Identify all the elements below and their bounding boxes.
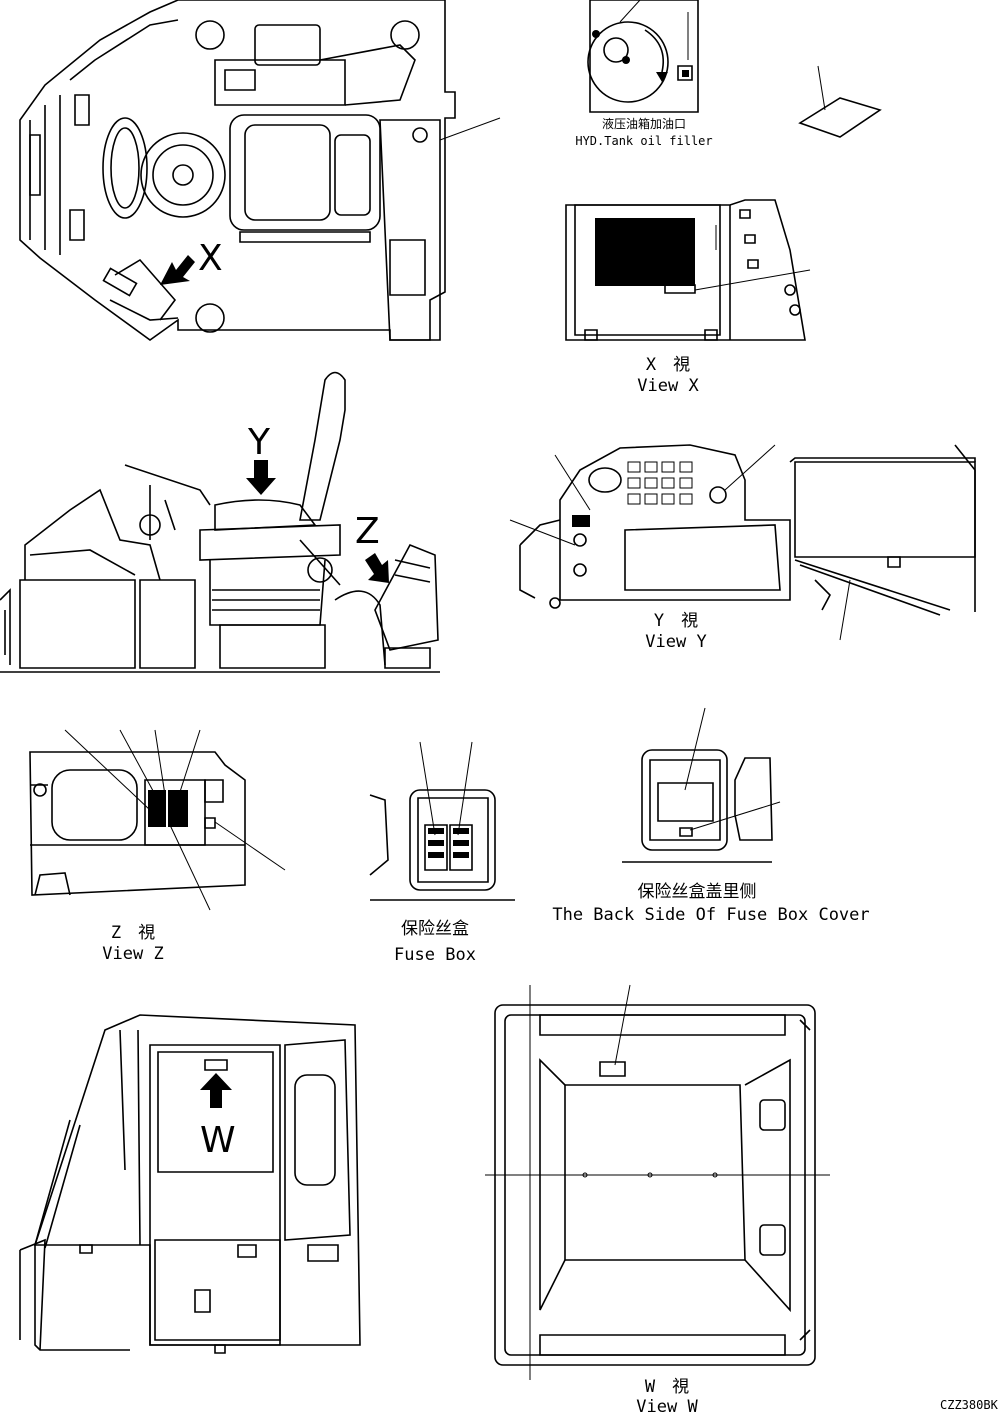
fuse-box-cover bbox=[622, 708, 780, 862]
fuse-box-label-en: Fuse Box bbox=[394, 945, 476, 965]
view-y bbox=[510, 445, 975, 640]
hyd-tank-label-cn: 液压油箱加油口 bbox=[601, 117, 687, 131]
hyd-tank-label-en: HYD.Tank oil filler bbox=[575, 134, 713, 148]
view-z-title-cn: Z 視 bbox=[110, 923, 156, 943]
view-x-title-cn: X 視 bbox=[645, 355, 691, 375]
view-y-title-en: View Y bbox=[645, 632, 707, 652]
marker-y: Y bbox=[248, 422, 270, 463]
view-w bbox=[485, 985, 830, 1380]
marker-w: W bbox=[200, 1120, 236, 1161]
view-z-title-en: View Z bbox=[102, 944, 164, 964]
view-z bbox=[30, 730, 285, 910]
fuse-box bbox=[370, 742, 515, 900]
cab-top-view bbox=[20, 0, 500, 340]
view-y-title-cn: Y 視 bbox=[653, 611, 699, 631]
view-w-title-en: View W bbox=[636, 1397, 698, 1417]
hyd-tank-decal bbox=[588, 0, 698, 112]
view-x bbox=[566, 200, 810, 340]
view-w-title-cn: W 視 bbox=[644, 1377, 690, 1397]
cab-side-lower bbox=[20, 1015, 360, 1353]
fuse-box-label-cn: 保险丝盒 bbox=[401, 919, 469, 939]
fuse-cover-label-en: The Back Side Of Fuse Box Cover bbox=[552, 905, 870, 925]
drawing-number: CZZ380BK bbox=[940, 1398, 998, 1412]
small-decal-sheet bbox=[800, 66, 880, 137]
fuse-cover-label-cn: 保险丝盒盖里侧 bbox=[637, 882, 757, 902]
marker-x: X bbox=[198, 238, 223, 279]
view-x-title-en: View X bbox=[637, 376, 699, 396]
marker-z: Z bbox=[355, 511, 380, 552]
